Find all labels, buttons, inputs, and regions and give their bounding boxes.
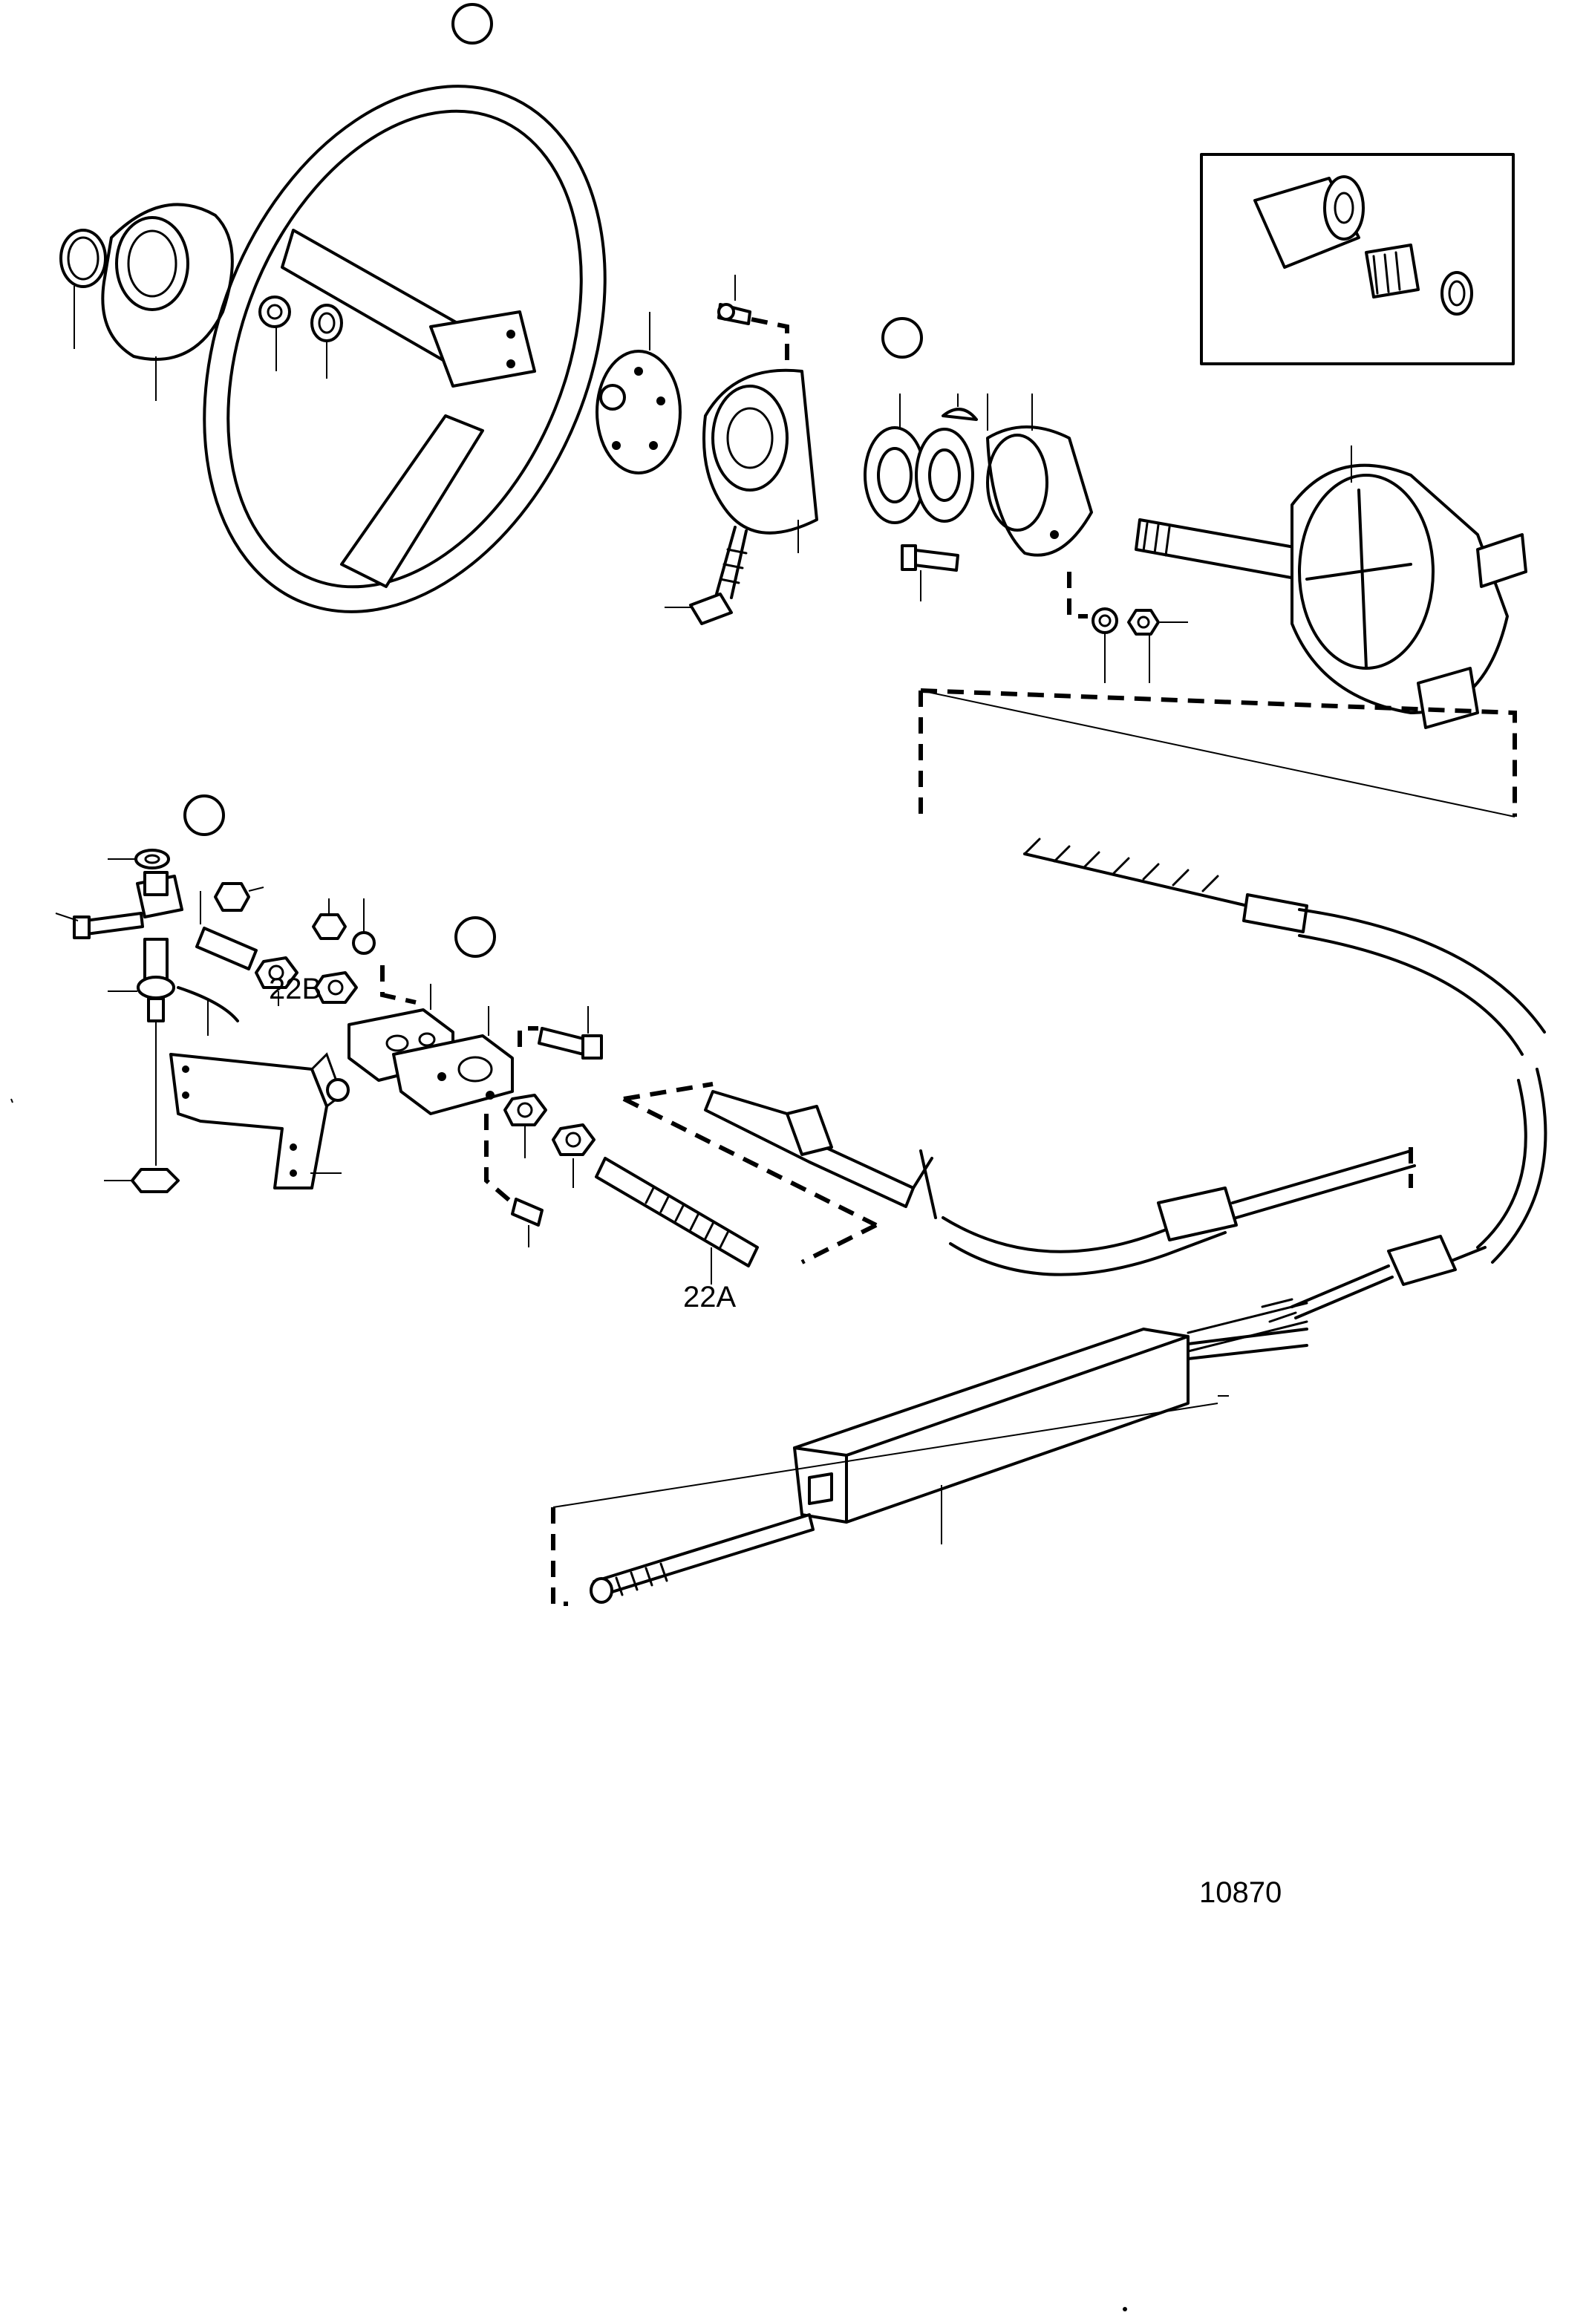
ref-circle-4 [454, 916, 496, 958]
bearing-ring-icon [864, 426, 926, 524]
steering-wheel-icon [203, 85, 607, 613]
label-22b: 22B [269, 973, 322, 1005]
steering-shaft-icon [1135, 518, 1308, 581]
clamp-nut-a-icon [503, 1094, 547, 1126]
washer-icon [1092, 607, 1118, 634]
top-washer-icon [134, 849, 170, 869]
push-pull-rod-icon [590, 1328, 1308, 1604]
cable-lower-run-icon [1187, 1235, 1487, 1353]
nut-icon [1127, 609, 1160, 636]
control-cable-icon [942, 838, 1547, 1276]
adjusting-knob-icon [689, 526, 748, 625]
clamp-nut-b-icon [552, 1123, 596, 1156]
clamp-bolt-icon [538, 1027, 603, 1060]
small-screw-icon [717, 303, 751, 325]
wheel-hub-cover-icon [101, 203, 234, 361]
seal-ring-icon [915, 428, 974, 523]
detail-inset-box [1200, 153, 1515, 365]
cable-end-fitting-icon [704, 1090, 915, 1208]
key-icon [942, 408, 978, 421]
mounting-bracket-icon [169, 1052, 350, 1189]
nut-a-icon [312, 913, 347, 940]
washer-a-icon [352, 931, 376, 955]
slide-tube-icon [793, 1328, 1190, 1524]
horn-cap-icon [59, 229, 107, 288]
pivot-pin-icon [137, 938, 175, 1022]
ref-circle-2 [881, 317, 923, 359]
clevis-icon [136, 871, 183, 918]
bottom-nut-icon [131, 1168, 180, 1193]
ref-circle-3 [183, 794, 225, 836]
threaded-rod-icon [595, 1157, 759, 1267]
cotter-pin-icon [177, 986, 239, 1022]
grease-nipple-icon [511, 1198, 544, 1227]
wheel-washer-icon [310, 304, 343, 342]
nut-c-icon [314, 971, 358, 1004]
column-cover-icon [702, 368, 818, 535]
clamp-block-lower-icon [392, 1034, 514, 1115]
helm-unit-icon [1291, 463, 1527, 729]
column-housing-icon [986, 425, 1093, 557]
label-22a: 22A [683, 1281, 736, 1313]
hub-flange-icon [596, 350, 682, 474]
wheel-nut-icon [258, 296, 291, 328]
bolt-icon [901, 544, 959, 572]
rod-end-icon [195, 927, 258, 970]
nut-b-icon [255, 956, 298, 989]
lock-nut-icon [214, 882, 250, 912]
clevis-bolt-icon [73, 912, 144, 939]
ref-circle-1 [451, 3, 493, 45]
figure-number: 10870 [1199, 1876, 1282, 1909]
